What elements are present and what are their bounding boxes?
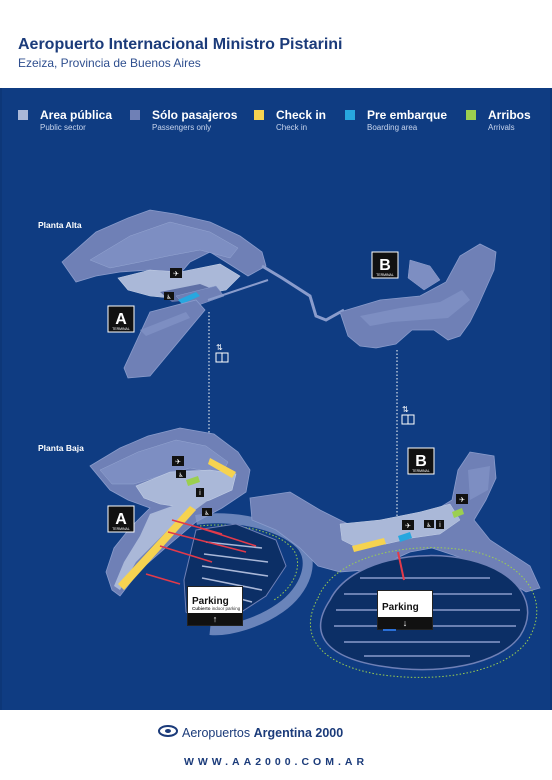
parking-b-sign: ParkingB ↓ [377,590,433,631]
arrow-down-icon: ↓ [378,617,432,629]
parking-sub-text: indoor parking [211,606,241,611]
legend-swatch [254,110,264,120]
svg-text:i: i [439,521,441,529]
plane-departure-icon: ✈ [456,494,468,504]
restroom-icon: ♿ [164,292,174,301]
legend-label: Sólo pasajeros [152,108,238,122]
plane-departure-icon: ✈ [402,520,414,530]
svg-text:B: B [415,453,427,470]
restroom-icon: ♿ [176,470,186,479]
terminal-a-sign-upper: A TERMINAL [107,305,135,333]
legend-label: Area pública [40,108,113,122]
terminal-b-sign-lower: B TERMINAL [407,447,435,475]
brand-name: Aeropuertos Argentina 2000 [182,726,343,740]
svg-text:B: B [379,257,391,274]
svg-text:TERMINAL: TERMINAL [376,273,394,277]
svg-text:✈: ✈ [459,496,465,504]
lower-floor-terminal-a [89,427,251,597]
svg-text:♿: ♿ [166,294,171,301]
website-url[interactable]: WWW.AA2000.COM.AR [183,756,369,768]
legend-sublabel: Boarding area [367,123,418,132]
plane-departure-icon: ✈ [172,456,184,466]
restroom-icon: ♿ [202,508,212,517]
svg-text:TERMINAL: TERMINAL [412,469,430,473]
legend-swatch [18,110,28,120]
info-icon: i [196,488,204,497]
lower-floor-terminal-b [249,451,541,593]
legend-swatch [345,110,355,120]
parking-sub-bold: Cubierto [192,606,211,611]
legend-sublabel: Check in [276,123,308,132]
terminal-b-sign-upper: B TERMINAL [371,251,399,279]
aa2000-logo-icon [158,725,178,737]
parking-a-sign: ParkingA Cubierto indoor parking ↑ [187,586,243,626]
info-icon: i [436,520,444,529]
header: Aeropuerto Internacional Ministro Pistar… [0,0,552,88]
svg-text:✈: ✈ [175,458,181,466]
floor-label-lower: Planta Baja [38,443,84,453]
legend-label: Arribos [488,108,531,122]
svg-text:⇅: ⇅ [402,405,409,414]
footer [0,710,552,780]
legend-label: Check in [276,108,327,122]
brand-bold: Argentina 2000 [253,726,344,740]
brand-light: Aeropuertos [182,726,251,740]
svg-text:♿: ♿ [178,472,183,479]
elevator-icon: ⇅ [401,405,415,425]
legend-label: Pre embarque [367,108,448,122]
page-subtitle: Ezeiza, Provincia de Buenos Aires [18,56,201,70]
parking-label: Parking [382,602,419,613]
elevator-icon: ⇅ [215,343,229,363]
arrow-up-icon: ↑ [188,613,242,625]
upper-floor-terminal-b [339,243,497,349]
legend-sublabel: Passengers only [152,123,212,132]
svg-text:A: A [115,311,127,328]
svg-text:i: i [199,489,201,497]
upper-floor-connector [261,264,345,322]
legend-sublabel: Arrivals [488,123,515,132]
restroom-icon: ♿ [424,520,434,529]
svg-text:A: A [115,511,127,528]
terminal-a-sign-lower: A TERMINAL [107,505,135,533]
svg-text:TERMINAL: TERMINAL [112,527,130,531]
plane-departure-icon: ✈ [170,268,182,278]
floor-label-upper: Planta Alta [38,220,82,230]
svg-text:✈: ✈ [173,270,179,278]
parking-label: Parking [192,596,229,607]
svg-text:TERMINAL: TERMINAL [112,327,130,331]
page-title: Aeropuerto Internacional Ministro Pistar… [18,36,343,53]
svg-text:⇅: ⇅ [216,343,223,352]
svg-text:✈: ✈ [405,522,411,530]
legend-sublabel: Public sector [40,123,86,132]
legend-swatch [466,110,476,120]
svg-text:♿: ♿ [204,510,209,517]
svg-text:♿: ♿ [426,522,431,529]
legend-swatch [130,110,140,120]
